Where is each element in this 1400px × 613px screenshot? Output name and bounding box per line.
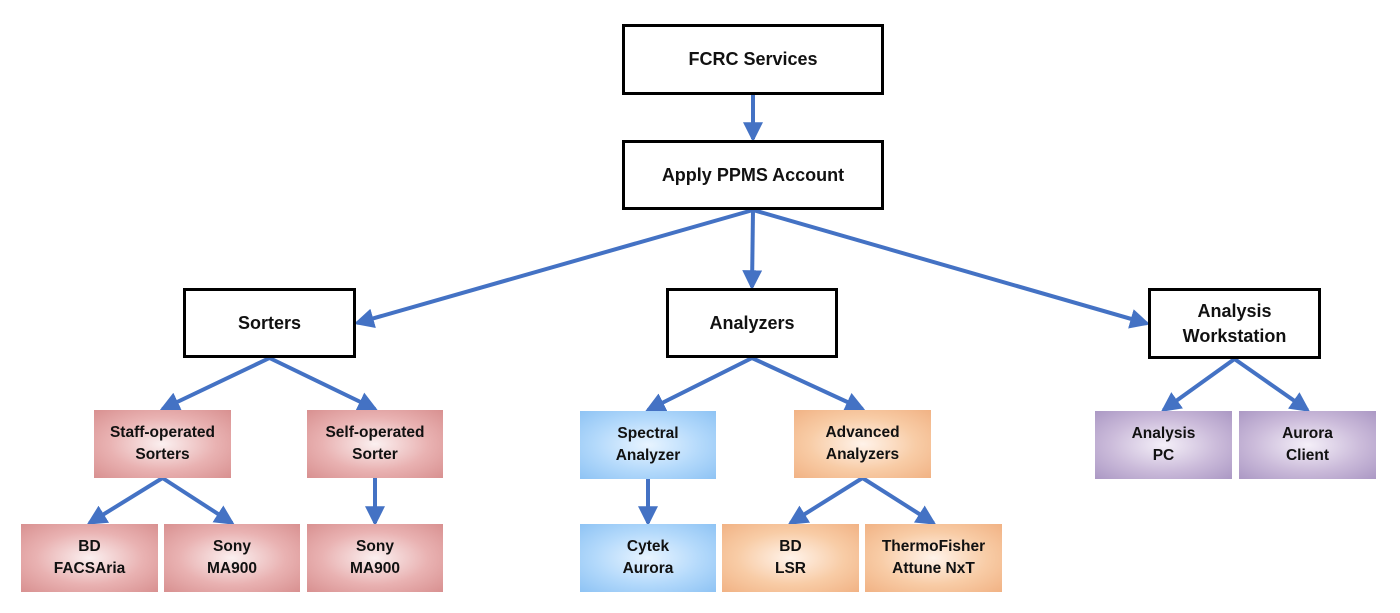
node-sony-ma900-staff: Sony MA900 <box>164 524 300 592</box>
node-label-line1: Spectral <box>617 424 679 442</box>
arrow-staff-to-sony1 <box>161 476 235 525</box>
node-sorters: Sorters <box>183 288 356 358</box>
node-apply-ppms-account: Apply PPMS Account <box>622 140 884 210</box>
node-label: Analyzers <box>709 312 795 333</box>
node-label-line2: MA900 <box>207 560 257 577</box>
node-label: FCRC Services <box>688 49 818 70</box>
node-label-line2: Sorter <box>352 446 398 463</box>
node-label-line1: BD <box>78 537 101 555</box>
node-label-line1: Advanced <box>825 423 900 441</box>
node-label-line2: MA900 <box>350 560 400 577</box>
node-label-line2: Client <box>1285 447 1330 464</box>
arrow-analyzers-to-spectral <box>645 356 753 412</box>
node-label-line2: Sorters <box>135 446 190 463</box>
node-label-line1: Cytek <box>626 537 670 555</box>
node-cytek-aurora: Cytek Aurora <box>580 524 716 592</box>
node-label: Sorters <box>237 312 302 333</box>
node-bd-lsr: BD LSR <box>722 524 859 592</box>
arrow-sorters-to-staff <box>159 356 271 411</box>
node-label-line1: Analysis <box>1131 424 1196 442</box>
arrow-workstation-to-pc <box>1160 357 1236 412</box>
node-staff-operated-sorters: Staff-operated Sorters <box>94 410 231 478</box>
node-analyzers: Analyzers <box>666 288 838 358</box>
node-label-line1: Staff-operated <box>109 423 216 441</box>
node-label-line1: ThermoFisher <box>881 537 986 555</box>
node-self-operated-sorter: Self-operated Sorter <box>307 410 443 478</box>
node-label-line1: Sony <box>213 537 251 555</box>
node-advanced-analyzers: Advanced Analyzers <box>794 410 931 478</box>
arrow-ppms-to-analyzers <box>742 209 763 291</box>
node-label-line2: FACSAria <box>53 560 126 577</box>
node-label-line1: BD <box>779 537 802 555</box>
node-label: Apply PPMS Account <box>661 164 845 185</box>
node-analysis-pc: Analysis PC <box>1095 411 1232 479</box>
node-label-line1: Sony <box>356 537 394 555</box>
arrow-ppms-to-workstation <box>752 208 1151 329</box>
node-bd-facsaria: BD FACSAria <box>21 524 158 592</box>
node-fcrc-services: FCRC Services <box>622 24 884 95</box>
arrow-advanced-to-thermo <box>861 476 937 525</box>
node-label-line2: Analyzers <box>825 446 900 463</box>
node-label-line1: Self-operated <box>325 423 425 441</box>
arrow-analyzers-to-advanced <box>751 356 866 412</box>
arrow-sorters-to-self <box>268 356 378 411</box>
node-label-line2: Workstation <box>1182 325 1287 346</box>
node-spectral-analyzer: Spectral Analyzer <box>580 411 716 479</box>
node-label-line2: Aurora <box>622 560 674 577</box>
arrow-ppms-to-sorters <box>353 208 754 329</box>
node-aurora-client: Aurora Client <box>1239 411 1376 479</box>
arrow-workstation-to-client <box>1233 357 1311 412</box>
node-thermofisher-attune-nxt: ThermoFisher Attune NxT <box>865 524 1002 592</box>
arrow-advanced-to-bdlsr <box>787 476 864 525</box>
node-label-line1: Aurora <box>1282 424 1333 442</box>
node-label-line2: Analyzer <box>615 447 681 464</box>
node-label-line2: LSR <box>775 560 806 577</box>
node-label-line1: Analysis <box>1197 301 1272 322</box>
node-label-line2: Attune NxT <box>892 560 975 577</box>
node-label-line2: PC <box>1152 447 1175 464</box>
node-analysis-workstation: Analysis Workstation <box>1148 288 1321 359</box>
node-sony-ma900-self: Sony MA900 <box>307 524 443 592</box>
arrow-staff-to-bdaria <box>86 476 164 525</box>
